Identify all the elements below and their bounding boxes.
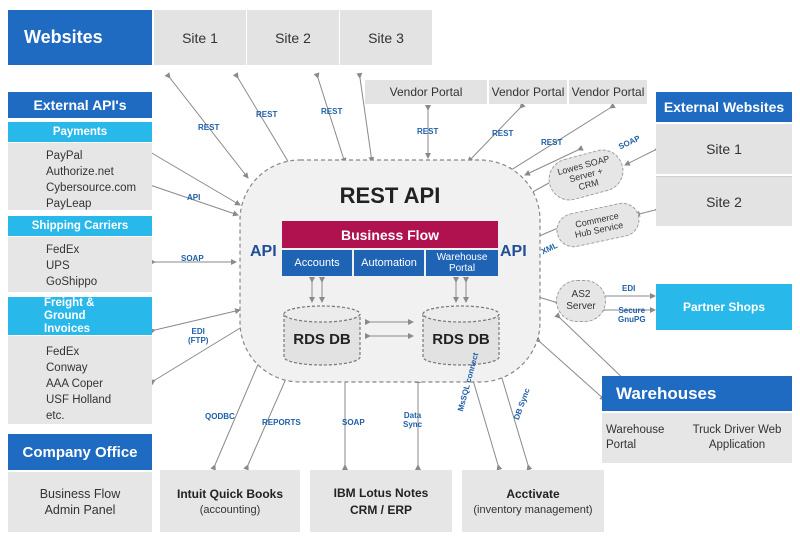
warehouses-body: Warehouse Portal Truck Driver Web Applic… (602, 413, 792, 463)
lotus-notes-title: IBM Lotus Notes (333, 485, 429, 500)
label-rest-6: REST (541, 138, 563, 147)
label-soap-bottom: SOAP (342, 418, 365, 427)
business-flow-banner: Business Flow (282, 221, 498, 248)
external-apis-header: External API's (8, 92, 152, 118)
warehouse-portal-cell[interactable]: Warehouse Portal (606, 424, 665, 451)
truck-driver-app-cell[interactable]: Truck Driver Web Application (692, 424, 782, 451)
list-item: etc. (46, 410, 65, 422)
list-item: FedEx (46, 346, 80, 358)
label-secure-line2: GnuPG (618, 315, 646, 324)
list-item: Cybersource.com (46, 182, 137, 194)
label-reports: REPORTS (262, 418, 301, 427)
label-data-sync-line2: Sync (403, 420, 423, 429)
list-item: PayPal (46, 150, 83, 162)
label-rest-3: REST (321, 107, 343, 116)
label-rest-2: REST (256, 110, 278, 119)
lotus-notes-box[interactable]: IBM Lotus Notes CRM / ERP (310, 470, 452, 532)
acctivate-subtitle: (inventory management) (473, 503, 593, 516)
admin-panel[interactable]: Business Flow Admin Panel (8, 472, 152, 532)
label-rest-5: REST (492, 129, 514, 138)
website-site-2[interactable]: Site 2 (247, 10, 339, 65)
label-api: API (187, 193, 201, 202)
rds-db-1: RDS DB (293, 330, 351, 348)
label-edi: EDI (622, 284, 636, 293)
website-site-3[interactable]: Site 3 (340, 10, 432, 65)
external-website-site-1[interactable]: Site 1 (656, 124, 792, 174)
company-office-header: Company Office (8, 434, 152, 470)
label-edi-ftp: EDI (FTP) (188, 327, 208, 345)
external-website-site-2[interactable]: Site 2 (656, 176, 792, 226)
list-item: FedEx (46, 244, 80, 256)
api-right-label: API (500, 243, 527, 260)
website-site-1[interactable]: Site 1 (154, 10, 246, 65)
list-item: UPS (46, 260, 70, 272)
shipping-list: FedEx UPS GoShippo (8, 237, 152, 292)
label-qodbc: QODBC (205, 412, 235, 421)
admin-panel-line2: Admin Panel (44, 503, 116, 517)
vendor-portal-3[interactable]: Vendor Portal (569, 80, 647, 104)
vendor-portal-2[interactable]: Vendor Portal (489, 80, 567, 104)
list-item: GoShippo (46, 276, 98, 288)
rest-api-title: REST API (339, 183, 441, 208)
module-automation[interactable]: Automation (354, 250, 424, 276)
lotus-notes-subtitle: CRM / ERP (349, 502, 412, 517)
rds-db-2: RDS DB (432, 330, 490, 348)
module-accounts[interactable]: Accounts (282, 250, 352, 276)
admin-panel-line1: Business Flow (39, 487, 121, 501)
list-item: USF Holland (46, 394, 112, 406)
acctivate-box[interactable]: Acctivate (inventory management) (462, 470, 604, 532)
label-data-sync-line1: Data (403, 411, 422, 420)
external-websites-header: External Websites (656, 92, 792, 122)
partner-shops[interactable]: Partner Shops (656, 284, 792, 330)
api-left-label: API (250, 243, 277, 260)
label-soap-left: SOAP (181, 254, 204, 263)
shipping-header: Shipping Carriers (8, 216, 152, 236)
vendor-portal-1[interactable]: Vendor Portal (365, 80, 487, 104)
label-secure-gnupg: Secure GnuPG (618, 306, 646, 324)
warehouses-header: Warehouses (602, 376, 792, 411)
label-edi-ftp-line2: (FTP) (188, 336, 209, 345)
list-item: AAA Coper (46, 378, 103, 390)
freight-list: FedEx Conway AAA Coper USF Holland etc. (8, 336, 152, 424)
list-item: Authorize.net (46, 166, 114, 178)
label-secure-line1: Secure (618, 306, 646, 315)
freight-header: Freight & Ground Invoices (8, 297, 152, 335)
acctivate-title: Acctivate (506, 486, 560, 501)
label-rest-1: REST (198, 123, 220, 132)
as2-server-bubble[interactable]: AS2 Server (556, 280, 606, 322)
label-data-sync: Data Sync (403, 411, 422, 429)
payments-list: PayPal Authorize.net Cybersource.com Pay… (8, 143, 152, 210)
websites-header: Websites (8, 10, 152, 65)
label-rest-4: REST (417, 127, 439, 136)
payments-header: Payments (8, 122, 152, 142)
quickbooks-title: Intuit Quick Books (176, 486, 283, 501)
module-warehouse-portal[interactable]: Warehouse Portal (426, 250, 498, 276)
quickbooks-subtitle: (accounting) (199, 503, 261, 516)
quickbooks-box[interactable]: Intuit Quick Books (accounting) (160, 470, 300, 532)
list-item: PayLeap (46, 198, 92, 210)
list-item: Conway (46, 362, 88, 374)
label-edi-ftp-line1: EDI (191, 327, 205, 336)
